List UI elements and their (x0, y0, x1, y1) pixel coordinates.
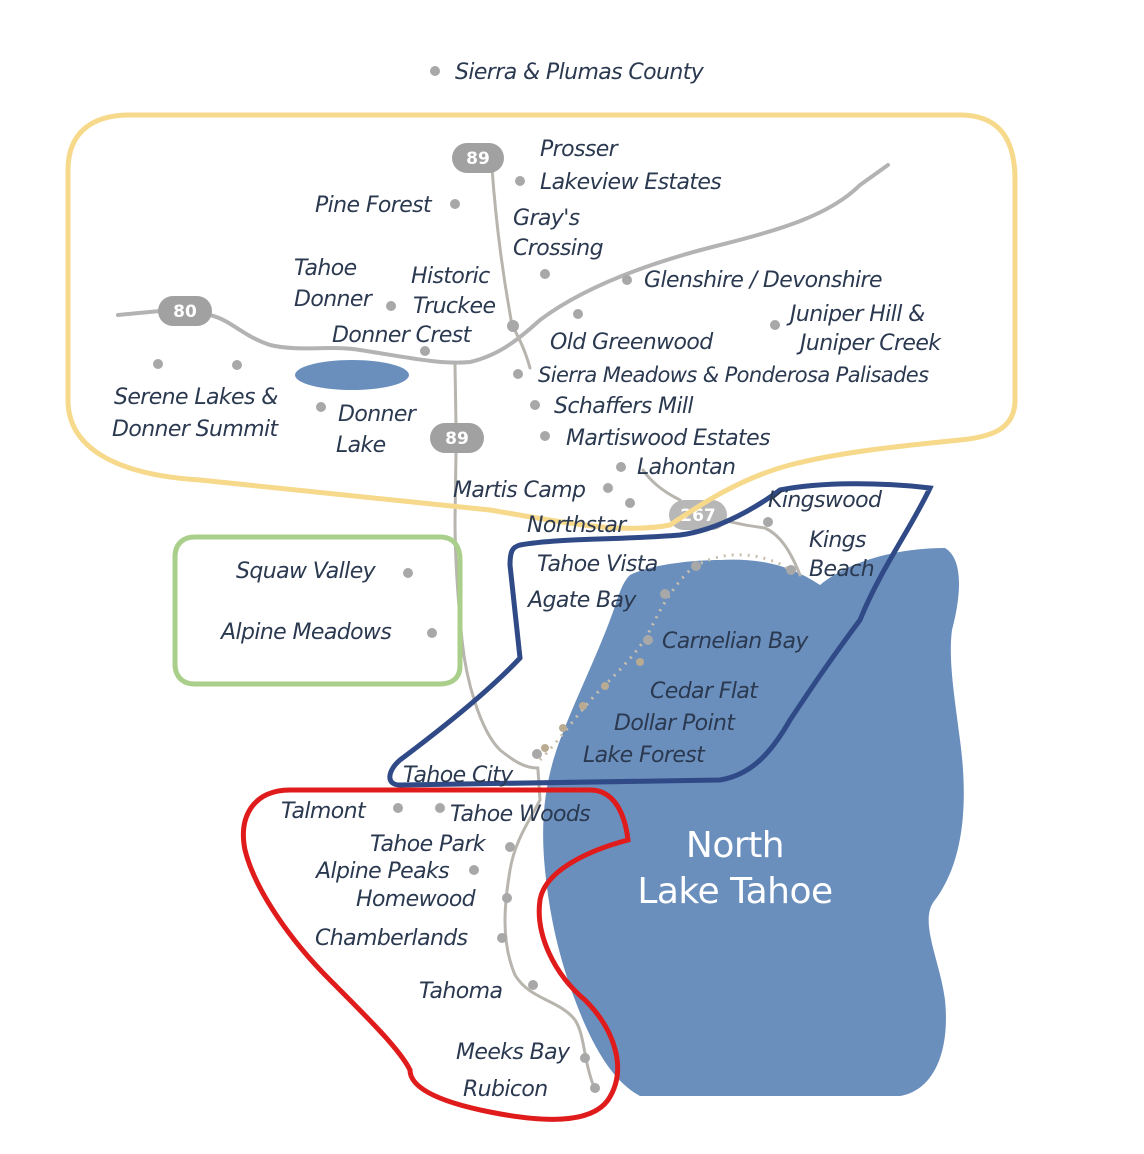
location-dots (153, 66, 796, 1093)
label-martiswood[interactable]: Martiswood Estates (566, 426, 771, 451)
lake-label-lake-tahoe: Lake Tahoe (637, 871, 832, 912)
label-juniper-1[interactable]: Juniper Hill & (786, 302, 926, 327)
roads (116, 163, 890, 1092)
label-donner-lake-2[interactable]: Lake (336, 433, 386, 458)
svg-text:89: 89 (466, 149, 490, 169)
label-tahoe-city[interactable]: Tahoe City (403, 763, 515, 788)
label-kings-beach-1[interactable]: Kings (809, 528, 867, 553)
label-rubicon[interactable]: Rubicon (463, 1077, 548, 1102)
lake-tahoe (543, 548, 964, 1096)
highway-80-shield: 80 (158, 296, 212, 326)
highway-89-mid-shield: 89 (430, 423, 484, 453)
label-carnelian-bay[interactable]: Carnelian Bay (662, 629, 810, 654)
label-grays-crossing-2[interactable]: Crossing (513, 236, 604, 261)
label-schaffers-mill[interactable]: Schaffers Mill (554, 394, 694, 419)
lake-label-north: North (686, 825, 784, 866)
label-agate-bay[interactable]: Agate Bay (526, 588, 638, 613)
label-meeks-bay[interactable]: Meeks Bay (456, 1040, 572, 1065)
label-sierra-plumas[interactable]: Sierra & Plumas County (455, 60, 705, 85)
label-tahoe-donner-2[interactable]: Donner (294, 287, 374, 312)
label-dollar-point[interactable]: Dollar Point (614, 711, 737, 736)
label-tahoma[interactable]: Tahoma (419, 979, 503, 1004)
label-sierra-meadows[interactable]: Sierra Meadows & Ponderosa Palisades (538, 363, 930, 387)
label-donner-lake-1[interactable]: Donner (338, 402, 418, 427)
label-serene-lakes-2[interactable]: Donner Summit (112, 417, 280, 442)
label-alpine-meadows[interactable]: Alpine Meadows (219, 620, 392, 645)
label-tahoe-woods[interactable]: Tahoe Woods (450, 802, 591, 827)
label-historic-truckee-1[interactable]: Historic (411, 264, 491, 289)
label-martis-camp[interactable]: Martis Camp (453, 478, 586, 503)
label-tahoe-vista[interactable]: Tahoe Vista (537, 552, 658, 577)
label-talmont[interactable]: Talmont (281, 799, 368, 824)
truckee-region-outline[interactable] (65, 112, 1018, 531)
label-cedar-flat[interactable]: Cedar Flat (650, 679, 760, 704)
highway-89-top-shield: 89 (452, 143, 504, 173)
label-northstar[interactable]: Northstar (527, 513, 629, 538)
label-glenshire[interactable]: Glenshire / Devonshire (644, 268, 883, 293)
label-squaw-valley[interactable]: Squaw Valley (236, 559, 377, 584)
svg-text:89: 89 (445, 429, 469, 449)
label-historic-truckee-2[interactable]: Truckee (413, 294, 496, 319)
label-lakeview-estates[interactable]: Lakeview Estates (540, 170, 722, 195)
label-prosser[interactable]: Prosser (540, 137, 620, 162)
label-juniper-2[interactable]: Juniper Creek (796, 331, 943, 356)
west-valleys-outline[interactable] (172, 534, 463, 687)
label-donner-crest[interactable]: Donner Crest (332, 323, 473, 348)
north-shore-outline[interactable] (387, 481, 934, 788)
label-alpine-peaks[interactable]: Alpine Peaks (314, 859, 450, 884)
label-old-greenwood[interactable]: Old Greenwood (550, 330, 715, 355)
label-serene-lakes-1[interactable]: Serene Lakes & (114, 385, 279, 410)
label-lahontan[interactable]: Lahontan (637, 455, 736, 480)
label-kings-beach-2[interactable]: Beach (809, 557, 875, 582)
label-pine-forest[interactable]: Pine Forest (315, 193, 434, 218)
svg-text:80: 80 (173, 302, 197, 322)
label-homewood[interactable]: Homewood (356, 887, 477, 912)
label-chamberlands[interactable]: Chamberlands (315, 926, 468, 951)
donner-lake (295, 360, 409, 390)
label-tahoe-donner-1[interactable]: Tahoe (294, 256, 357, 281)
shoreline-road (538, 553, 797, 762)
label-lake-forest[interactable]: Lake Forest (583, 743, 707, 768)
label-kingswood[interactable]: Kingswood (768, 488, 884, 513)
label-grays-crossing-1[interactable]: Gray's (513, 206, 580, 231)
label-tahoe-park[interactable]: Tahoe Park (370, 832, 488, 857)
west-shore-outline[interactable] (241, 787, 631, 1122)
